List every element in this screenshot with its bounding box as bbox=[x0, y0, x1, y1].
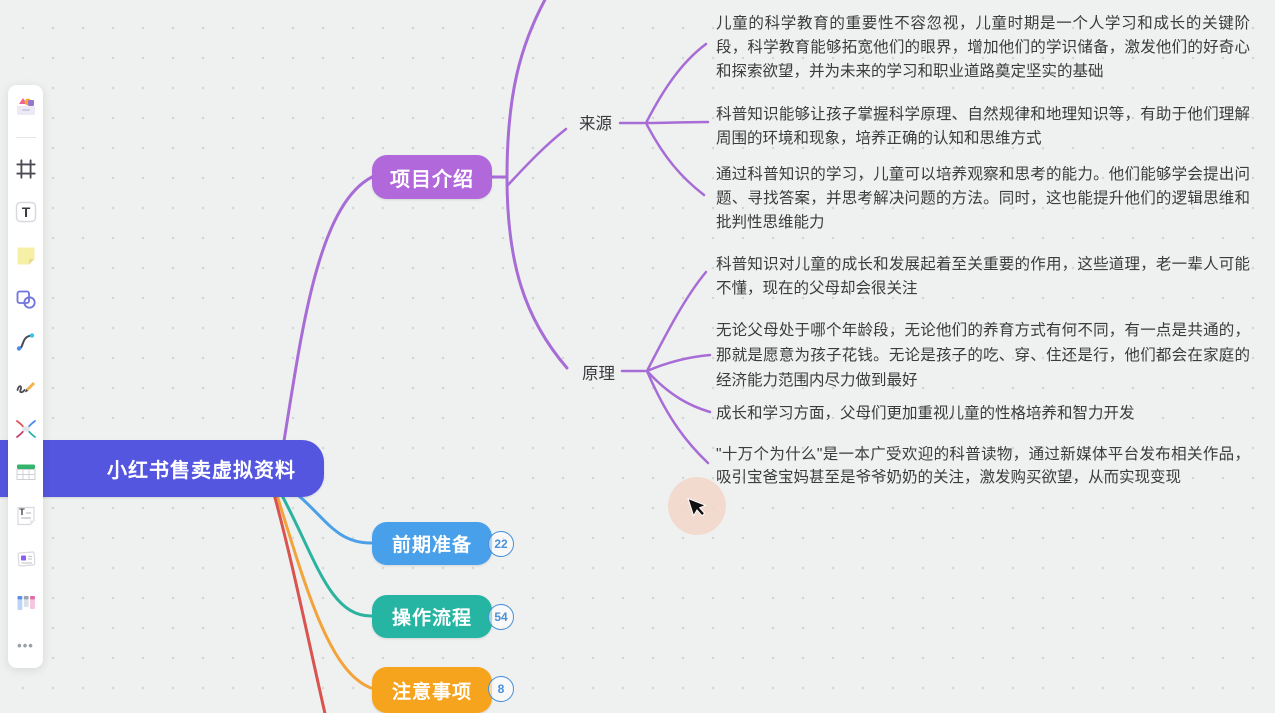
mindmap-icon[interactable] bbox=[13, 416, 39, 442]
node-precautions[interactable]: 注意事项 bbox=[372, 667, 492, 713]
edge-intro-trunk bbox=[505, 0, 569, 370]
node-operation-process[interactable]: 操作流程 bbox=[372, 595, 492, 638]
connector-icon[interactable] bbox=[13, 329, 39, 355]
edge-source-child2 bbox=[644, 120, 710, 125]
edge-root-process bbox=[276, 486, 373, 618]
templates-icon[interactable] bbox=[13, 94, 39, 120]
edge-principle-child1 bbox=[645, 270, 708, 373]
edge-principle-child2 bbox=[645, 353, 712, 373]
pen-icon[interactable] bbox=[13, 373, 39, 399]
edge-principle-child4 bbox=[645, 369, 710, 465]
node-operation-process-label: 操作流程 bbox=[391, 608, 472, 629]
card-icon[interactable] bbox=[13, 546, 39, 572]
edge-trunk-source bbox=[505, 127, 568, 188]
table-icon[interactable] bbox=[13, 459, 39, 485]
node-root[interactable]: 小红书售卖虚拟资料 bbox=[0, 440, 324, 497]
shapes-icon[interactable] bbox=[13, 286, 39, 312]
leaf-principle-4[interactable]: "十万个为什么"是一本广受欢迎的科普读物，通过新媒体平台发布相关作品，吸引宝爸宝… bbox=[716, 446, 1250, 486]
leaf-source-2[interactable]: 科普知识能够让孩子掌握科学原理、自然规律和地理知识等，有助于他们理解周围的环境和… bbox=[716, 106, 1250, 147]
node-source[interactable]: 来源 bbox=[579, 115, 612, 133]
leaf-source-3[interactable]: 通过科普知识的学习，儿童可以培养观察和思考的能力。他们能够学会提出问题、寻找答案… bbox=[716, 166, 1250, 231]
edge-principle-child3 bbox=[645, 369, 712, 414]
mouse-cursor bbox=[687, 497, 707, 517]
more-tools-button[interactable]: ••• bbox=[17, 638, 34, 654]
edge-root-offscreen bbox=[272, 492, 327, 713]
collapsed-count-badge-preparation[interactable]: 22 bbox=[488, 531, 514, 557]
text-tool-icon[interactable]: T bbox=[13, 199, 39, 225]
node-project-intro-label: 项目介绍 bbox=[390, 168, 474, 191]
sticky-note-icon[interactable] bbox=[13, 243, 39, 269]
edge-root-notes bbox=[274, 490, 373, 690]
collapsed-count-badge-precautions[interactable]: 8 bbox=[488, 676, 514, 702]
frame-icon[interactable] bbox=[13, 156, 39, 182]
edge-source-child1 bbox=[644, 42, 708, 125]
leaf-principle-2[interactable]: 无论父母处于哪个年龄段，无论他们的养育方式有何不同，有一点是共通的，那就是愿意为… bbox=[716, 322, 1250, 389]
toolbar-divider bbox=[15, 137, 36, 139]
node-principle[interactable]: 原理 bbox=[582, 365, 615, 383]
text-document-icon[interactable]: T bbox=[13, 503, 39, 529]
tool-palette: T bbox=[8, 85, 43, 668]
node-precautions-label: 注意事项 bbox=[391, 681, 472, 703]
text-tool-glyph: T bbox=[21, 204, 30, 220]
leaf-source-1[interactable]: 儿童的科学教育的重要性不容忽视，儿童时期是一个人学习和成长的关键阶段，科学教育能… bbox=[716, 15, 1250, 80]
leaf-principle-1[interactable]: 科普知识对儿童的成长和发展起着至关重要的作用，这些道理，老一辈人可能不懂，现在的… bbox=[716, 256, 1250, 297]
edge-root-intro bbox=[282, 175, 374, 443]
kanban-icon[interactable] bbox=[13, 590, 39, 616]
collapsed-count-badge-process[interactable]: 54 bbox=[488, 604, 514, 630]
node-root-label: 小红书售卖虚拟资料 bbox=[107, 460, 296, 482]
leaf-principle-3[interactable]: 成长和学习方面，父母们更加重视儿童的性格培养和智力开发 bbox=[716, 405, 1135, 422]
edge-source-child3 bbox=[644, 121, 706, 197]
doc-tool-glyph: T bbox=[19, 507, 25, 517]
node-project-intro[interactable]: 项目介绍 bbox=[372, 155, 492, 199]
node-preparation-label: 前期准备 bbox=[391, 535, 472, 556]
node-preparation[interactable]: 前期准备 bbox=[372, 522, 492, 565]
